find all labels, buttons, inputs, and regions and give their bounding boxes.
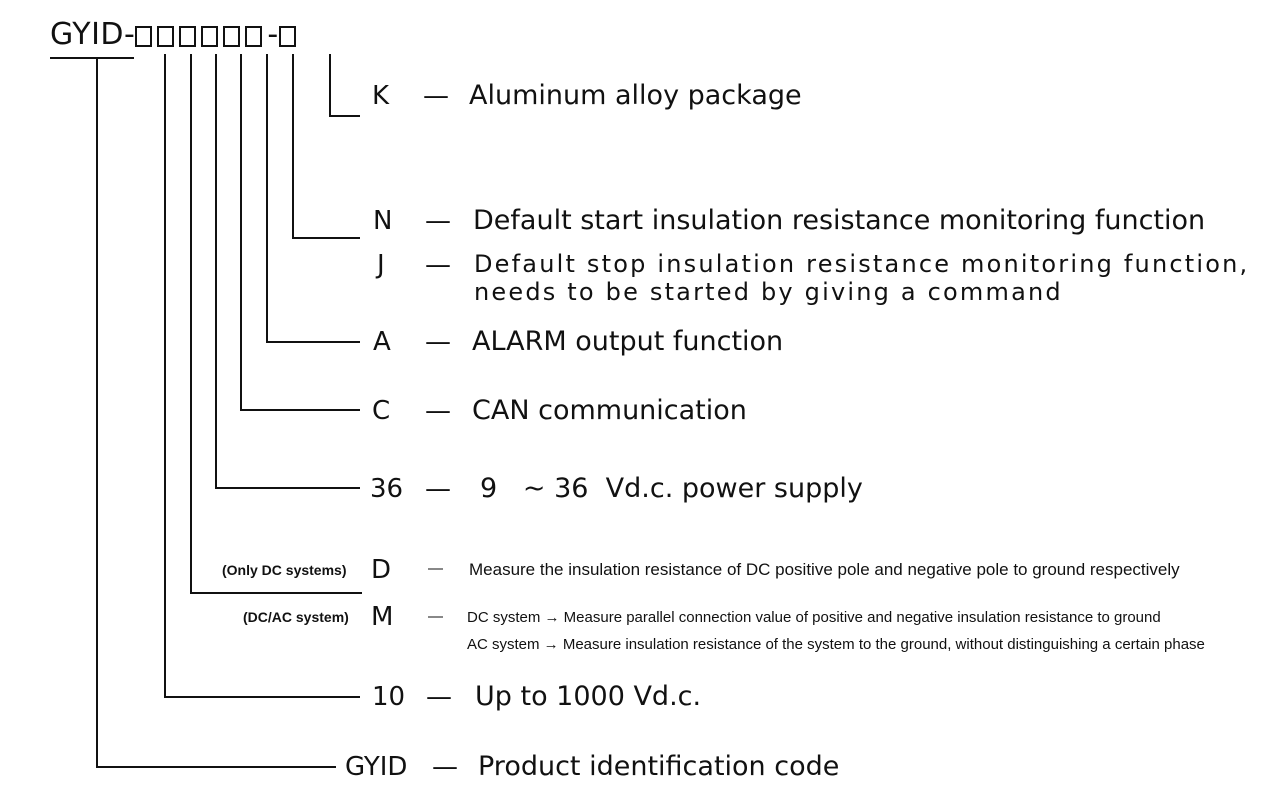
option-desc-m-dc: DC system → Measure parallel connection … — [467, 609, 1161, 626]
option-code-m: M — [371, 602, 394, 632]
option-desc-a: ALARM output function — [472, 326, 784, 357]
code-slot-box — [179, 26, 197, 47]
option-dash: — — [423, 81, 449, 111]
option-desc-k: Aluminum alloy package — [469, 80, 802, 111]
line-k — [329, 54, 360, 117]
code-slot-box — [278, 26, 296, 47]
option-desc-j-line2: needs to be started by giving a command — [474, 278, 1063, 306]
option-dash: — — [425, 396, 451, 426]
option-desc-36: 9 ~ 36 Vd.c. power supply — [480, 473, 863, 504]
option-code-a: A — [373, 327, 391, 357]
option-desc-c: CAN communication — [472, 395, 747, 426]
model-code-title: GYID-- — [50, 20, 301, 50]
option-code-c: C — [372, 396, 391, 426]
line-36 — [215, 54, 360, 489]
code-slot-box — [245, 26, 263, 47]
line-nj — [292, 54, 360, 239]
option-dash: — — [432, 752, 458, 782]
code-slot-box — [135, 26, 153, 47]
separator: - — [124, 17, 136, 52]
option-desc-n: Default start insulation resistance moni… — [473, 205, 1206, 236]
option-dash: — — [426, 682, 452, 712]
option-code-gyid: GYID — [345, 752, 408, 782]
option-desc-10: Up to 1000 Vd.c. — [475, 681, 702, 712]
code-slot-box — [201, 26, 219, 47]
option-desc-j-line1: Default stop insulation resistance monit… — [474, 250, 1250, 278]
option-tag-d: (Only DC systems) — [222, 562, 347, 578]
option-desc-d: Measure the insulation resistance of DC … — [469, 560, 1180, 579]
line-dm — [190, 54, 362, 594]
separator: - — [267, 17, 279, 52]
option-dash: — — [425, 250, 451, 280]
line-10 — [164, 54, 360, 698]
option-code-k: K — [372, 81, 390, 111]
line-gyid — [96, 58, 336, 768]
line-c — [240, 54, 360, 411]
code-slot-box — [223, 26, 241, 47]
option-dash: — — [425, 474, 451, 504]
option-tag-m: (DC/AC system) — [243, 609, 349, 625]
option-dash: — — [428, 608, 443, 625]
option-code-10: 10 — [372, 682, 406, 712]
option-code-36: 36 — [370, 474, 404, 504]
option-desc-m-ac: AC system → Measure insulation resistanc… — [467, 636, 1205, 653]
option-desc-gyid: Product identification code — [478, 751, 840, 782]
prefix: GYID — [50, 17, 125, 52]
option-dash: — — [425, 327, 451, 357]
option-dash: — — [428, 560, 443, 577]
option-code-n: N — [373, 206, 393, 236]
option-code-j: J — [377, 250, 385, 280]
line-a — [266, 54, 360, 343]
code-slot-box — [157, 26, 175, 47]
option-code-d: D — [371, 555, 392, 585]
option-dash: — — [425, 206, 451, 236]
